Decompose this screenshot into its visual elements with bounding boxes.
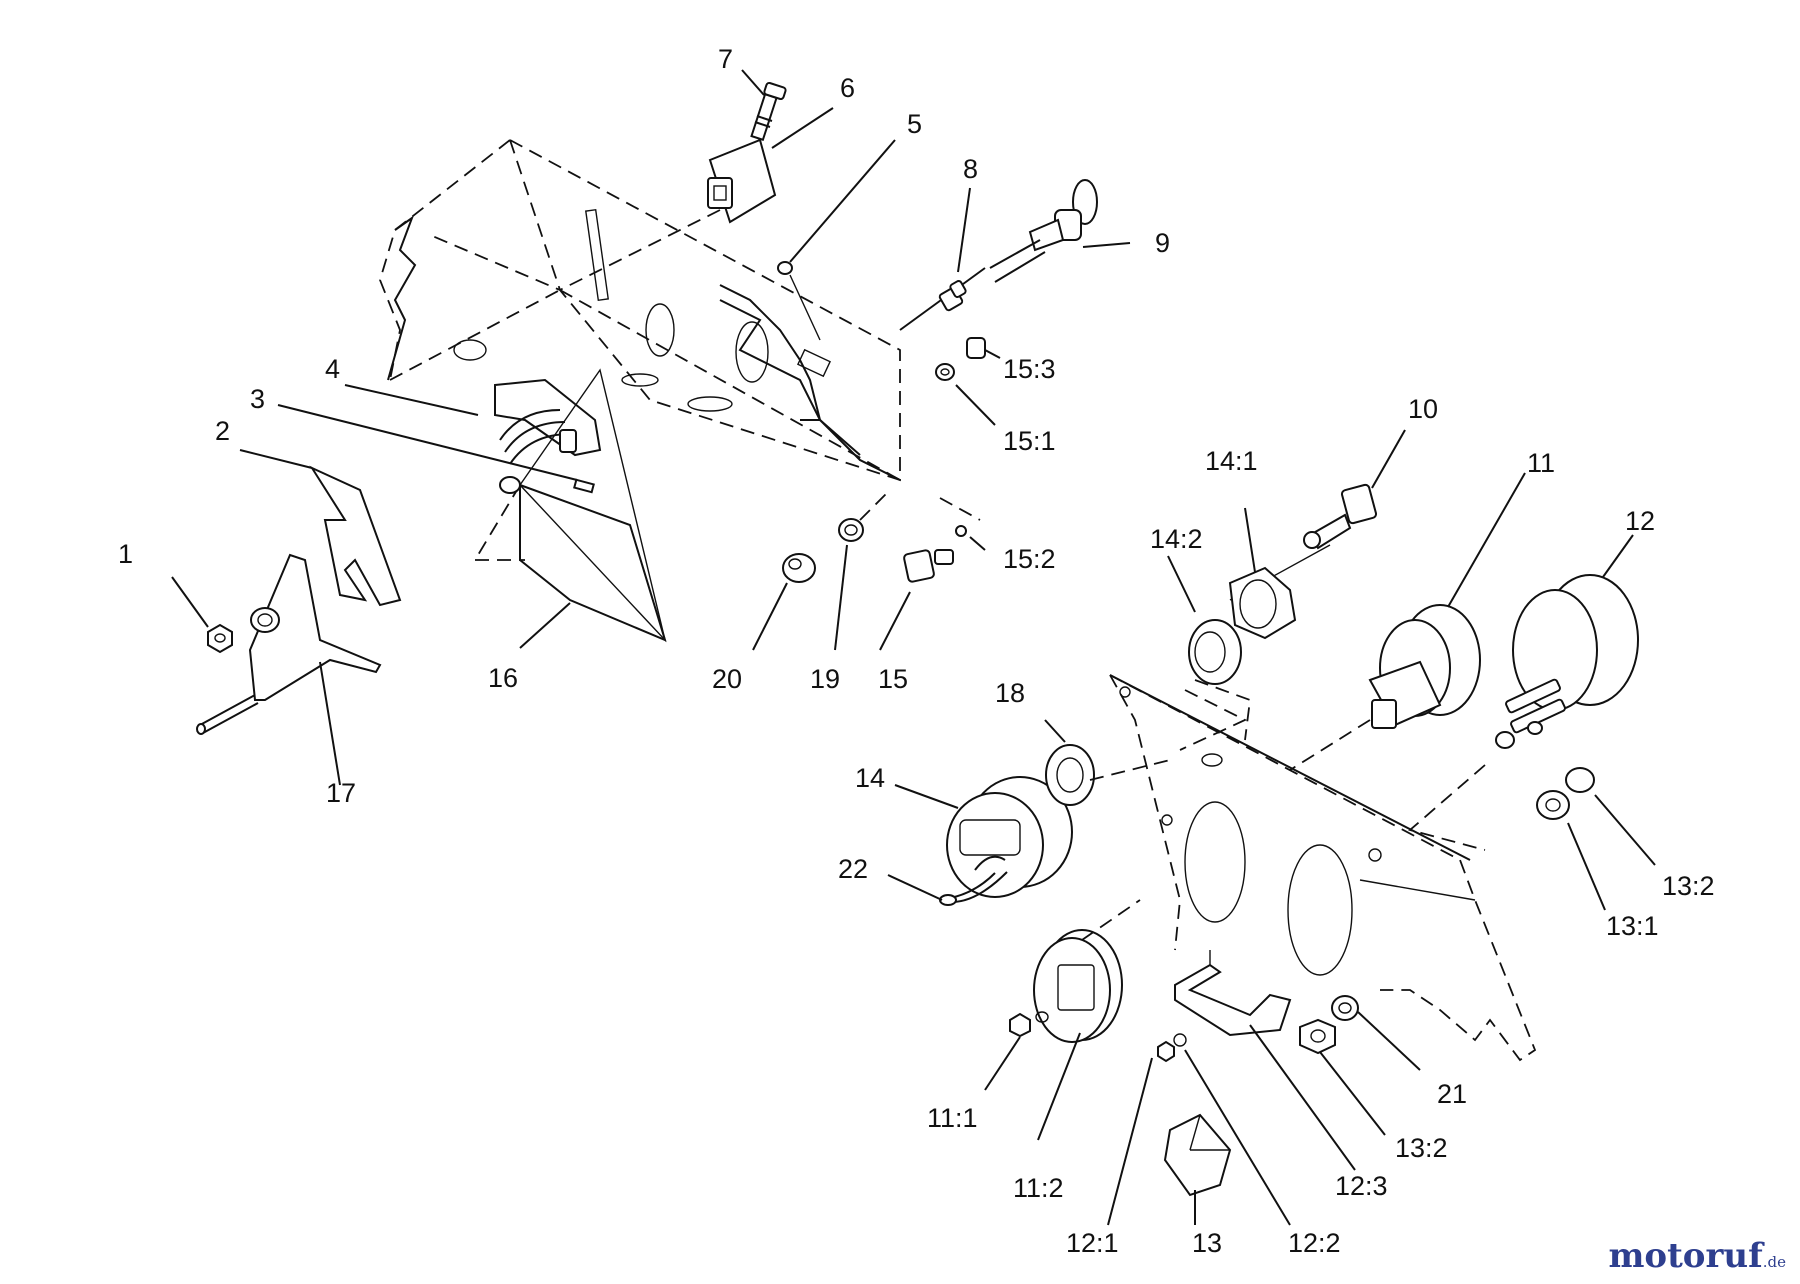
part-label-6: 6	[840, 73, 855, 103]
part-label-14-1: 14:1	[1205, 446, 1258, 476]
part-label-4: 4	[325, 354, 340, 384]
part-label-21: 21	[1437, 1079, 1467, 1109]
throttle-lever-part-17	[196, 553, 382, 735]
part-label-15-3: 15:3	[1003, 354, 1056, 384]
dashboard-housing	[379, 139, 901, 482]
nut-part-5	[777, 261, 821, 341]
nut-part-13-2-lower	[1299, 1018, 1336, 1055]
part-label-13-1: 13:1	[1606, 911, 1659, 941]
gasket-part-2	[309, 465, 402, 607]
part-label-12: 12	[1625, 506, 1655, 536]
part-label-7: 7	[718, 44, 733, 74]
bracket-part-4	[494, 378, 602, 465]
part-label-1: 1	[118, 539, 133, 569]
part-label-8: 8	[963, 154, 978, 184]
part-label-12-1: 12:1	[1066, 1228, 1119, 1258]
switch-part-13	[1163, 1113, 1232, 1197]
part-label-14-2: 14:2	[1150, 524, 1203, 554]
switch-part-15	[903, 497, 981, 583]
nut-part-11-1	[1009, 1011, 1049, 1038]
bracket-part-12-3	[1174, 950, 1292, 1037]
nut-part-14-1	[1228, 566, 1297, 640]
warning-light-part-14	[946, 744, 1171, 898]
ignition-key-part-10	[1229, 483, 1378, 601]
part-label-11: 11	[1527, 448, 1555, 478]
nut-part-20	[782, 553, 816, 583]
part-label-20: 20	[712, 664, 742, 694]
part-label-13-2-upper: 13:2	[1662, 871, 1715, 901]
part-label-15-2: 15:2	[1003, 544, 1056, 574]
part-label-11-1: 11:1	[927, 1103, 978, 1133]
part-label-17: 17	[326, 778, 356, 808]
connector-part-6	[559, 138, 777, 291]
washer-part-14-2	[1188, 619, 1251, 741]
part-label-12-2: 12:2	[1288, 1228, 1341, 1258]
watermark-brand: motoruf	[1608, 1236, 1763, 1276]
wire-harness-part-22	[939, 855, 1008, 906]
part-label-22: 22	[838, 854, 868, 884]
part-label-5: 5	[907, 109, 922, 139]
watermark-suffix: .de	[1762, 1253, 1786, 1271]
bezel-part-11-2	[1033, 899, 1141, 1043]
part-label-10: 10	[1408, 394, 1438, 424]
part-label-9: 9	[1155, 228, 1170, 258]
part-label-15-1: 15:1	[1003, 426, 1056, 456]
ignition-switch-part-11	[1289, 604, 1481, 771]
leader-lines	[171, 69, 1656, 1226]
gauge-part-12	[1408, 574, 1639, 851]
part-label-18: 18	[995, 678, 1025, 708]
plate-part-16	[474, 368, 667, 643]
part-label-3: 3	[250, 384, 265, 414]
part-label-2: 2	[215, 416, 230, 446]
part-label-12-3: 12:3	[1335, 1171, 1388, 1201]
part-label-13-2-lower: 13:2	[1395, 1133, 1448, 1163]
part-labels: 7 6 5 8 9 15:3 15:1 4 3 2 1 16 17 20 19 …	[118, 44, 1715, 1258]
bolt-part-7	[750, 81, 787, 142]
watermark-logo: motoruf.de	[1608, 1236, 1786, 1276]
spacer-part-15-3	[935, 337, 986, 381]
nut-part-12-1	[1157, 1033, 1187, 1063]
part-label-15: 15	[878, 664, 908, 694]
part-label-13: 13	[1192, 1228, 1222, 1258]
part-label-19: 19	[810, 664, 840, 694]
choke-cable-part-9	[899, 179, 1098, 331]
nut-part-1	[207, 623, 233, 654]
part-label-11-2: 11:2	[1013, 1173, 1064, 1203]
washer-part-21	[1331, 995, 1359, 1021]
part-label-16: 16	[488, 663, 518, 693]
part-label-14: 14	[855, 763, 885, 793]
instrument-panel	[1109, 674, 1537, 1062]
washer-part-19	[838, 489, 891, 542]
